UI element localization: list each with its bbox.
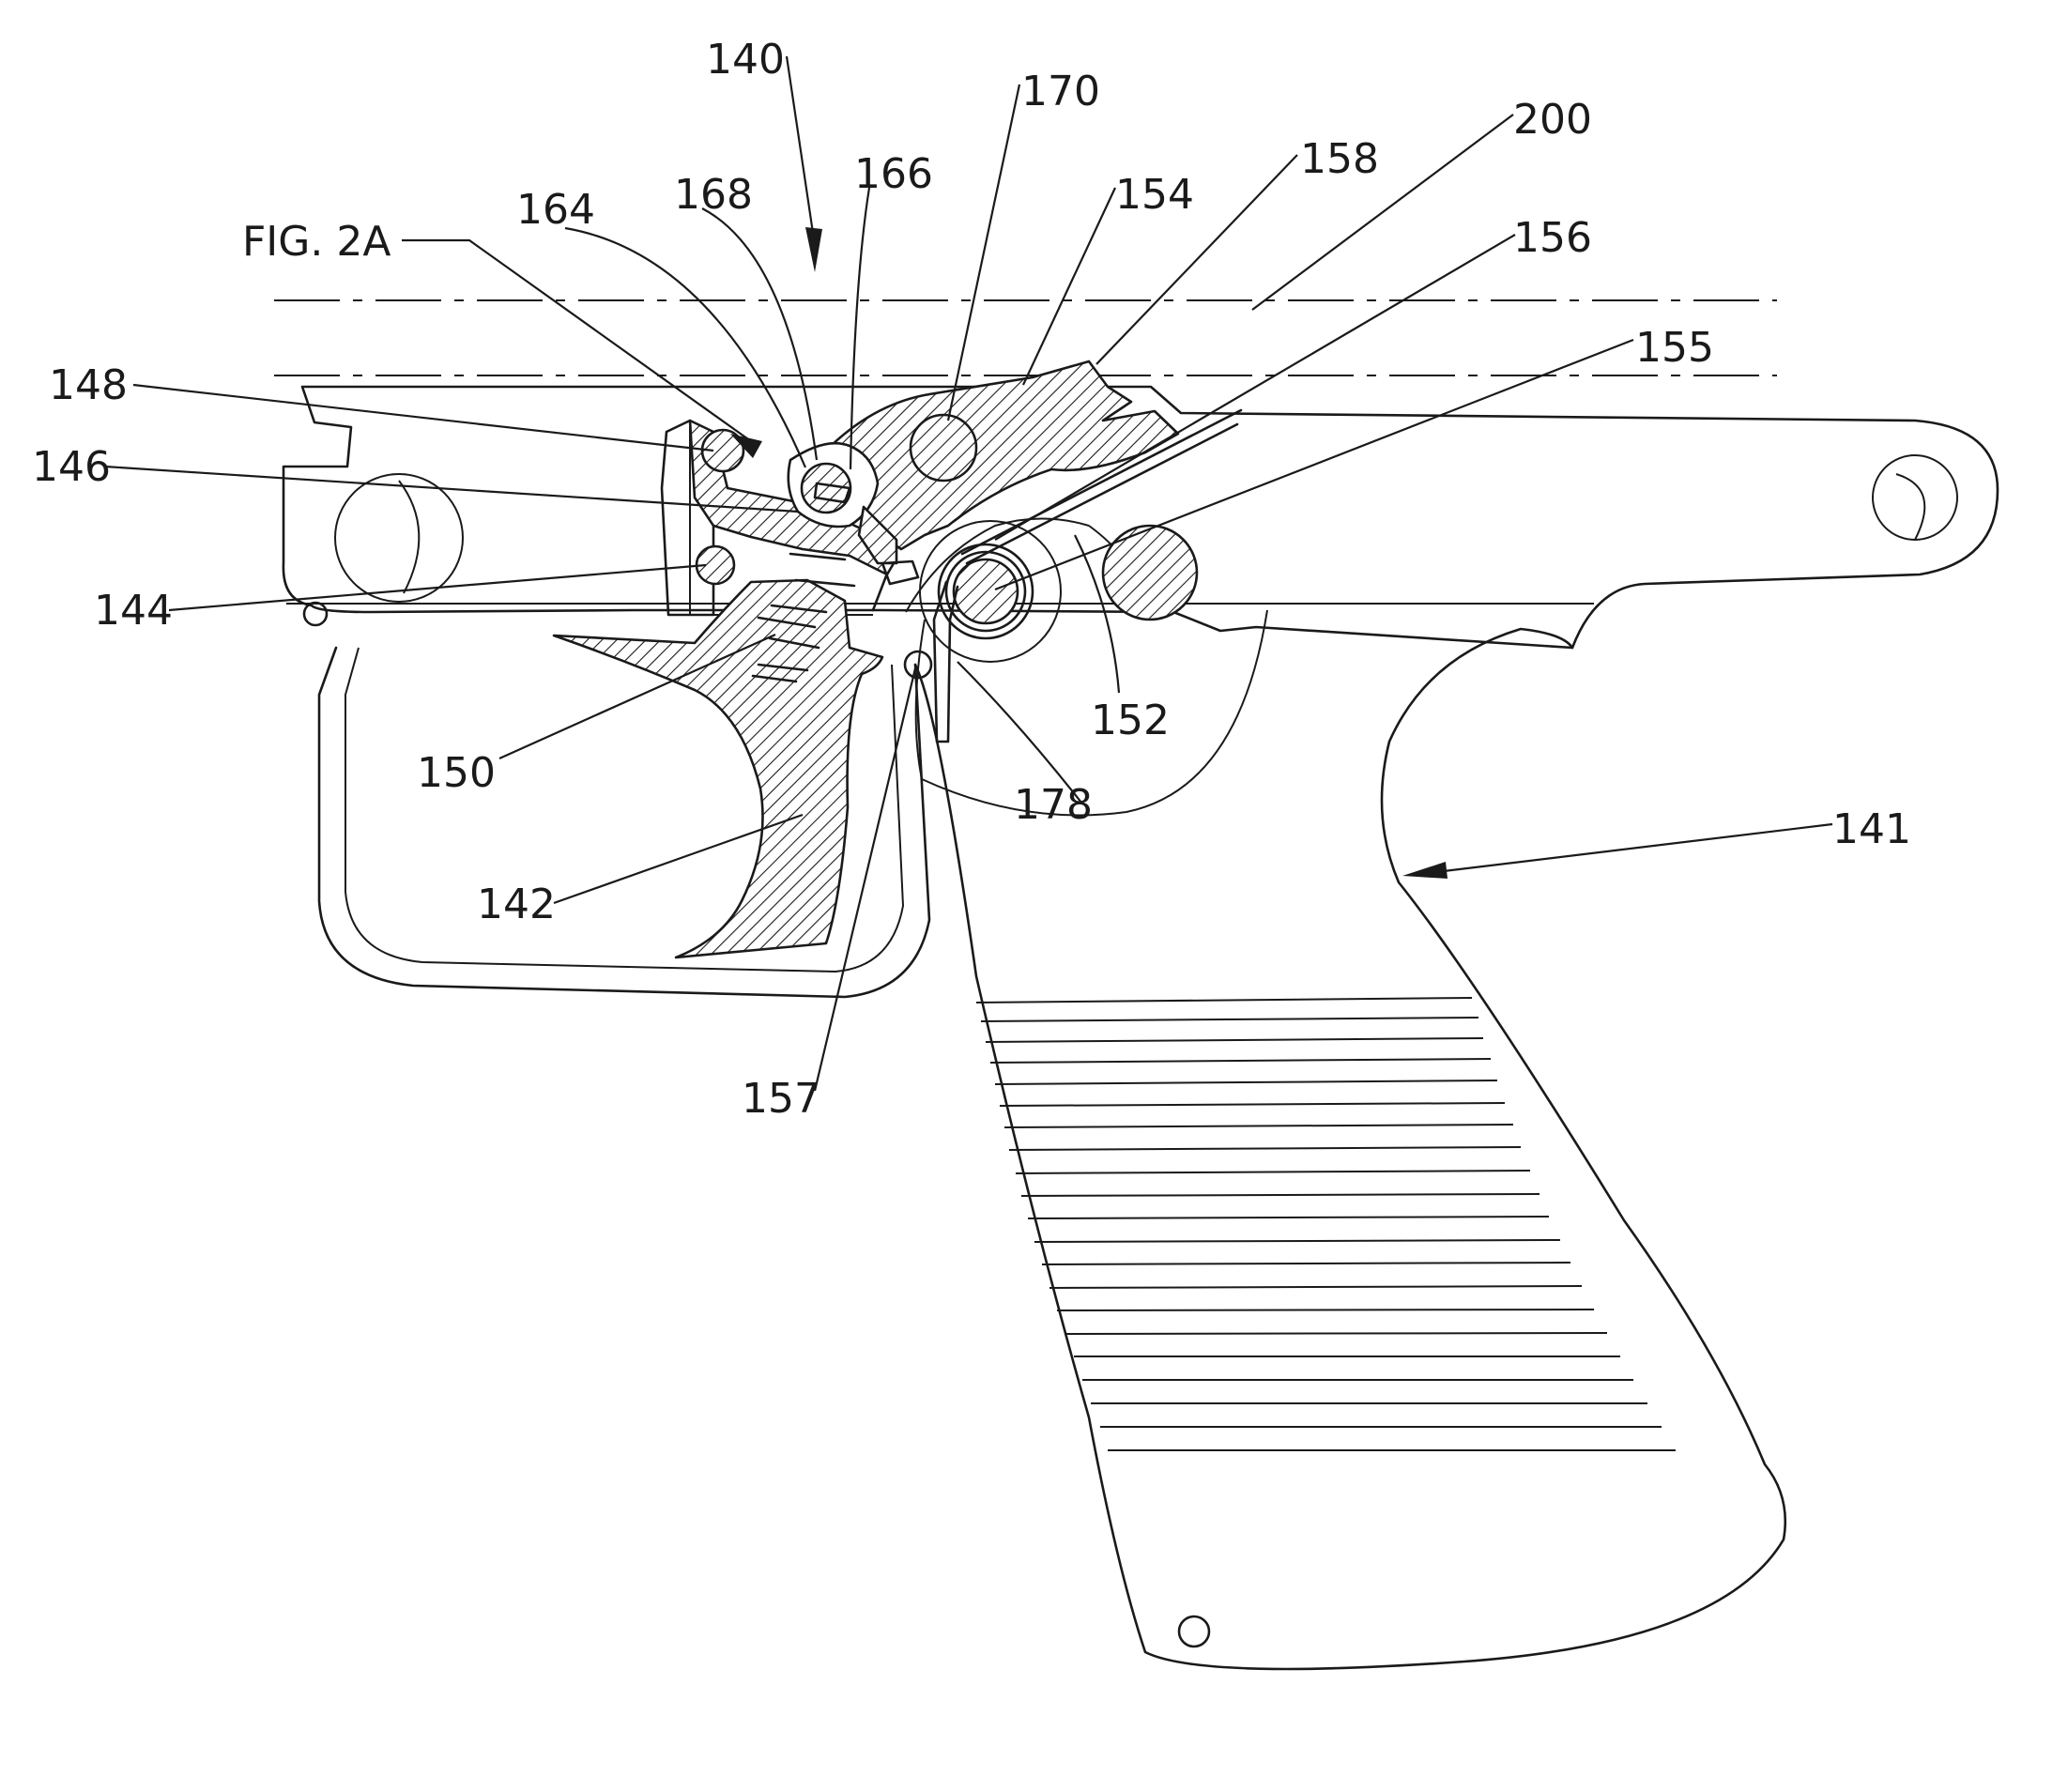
leader-lines xyxy=(104,84,1634,1092)
label-144: 144 xyxy=(94,587,173,635)
label-142: 142 xyxy=(477,881,556,928)
label-154: 154 xyxy=(1115,171,1194,219)
label-150: 150 xyxy=(417,749,496,797)
hammer-spring xyxy=(919,408,1243,743)
label-140: 140 xyxy=(706,36,785,84)
label-158: 158 xyxy=(1300,135,1379,183)
sear-assembly xyxy=(787,441,920,586)
label-168: 168 xyxy=(674,171,753,219)
pistol-grip xyxy=(913,627,1787,1671)
label-146: 146 xyxy=(32,443,111,491)
label-156: 156 xyxy=(1513,214,1592,262)
label-155: 155 xyxy=(1635,324,1714,372)
disconnector xyxy=(688,419,898,576)
trigger-springs xyxy=(751,552,856,683)
label-200: 200 xyxy=(1513,96,1592,144)
label-157: 157 xyxy=(742,1075,820,1123)
label-148: 148 xyxy=(49,361,128,409)
label-178: 178 xyxy=(1014,781,1093,829)
trigger-guard xyxy=(317,646,931,999)
reference-lines xyxy=(274,299,1777,376)
label-170: 170 xyxy=(1021,68,1100,115)
hammer-pin-170 xyxy=(909,413,978,482)
grip-grooves xyxy=(975,997,1676,1451)
label-152: 152 xyxy=(1091,697,1170,744)
label-166: 166 xyxy=(854,150,933,198)
receiver-pin xyxy=(1101,524,1199,621)
label-141: 141 xyxy=(1832,805,1911,853)
pin-148 xyxy=(700,428,745,473)
label-fig-2a: FIG. 2A xyxy=(242,218,391,266)
label-164: 164 xyxy=(516,186,595,234)
reference-arrows xyxy=(730,55,1833,879)
pin-157 xyxy=(903,650,933,680)
reference-labels: FIG. 2A 140 170 166 168 164 154 158 200 … xyxy=(32,36,1911,1123)
trigger xyxy=(552,578,884,959)
